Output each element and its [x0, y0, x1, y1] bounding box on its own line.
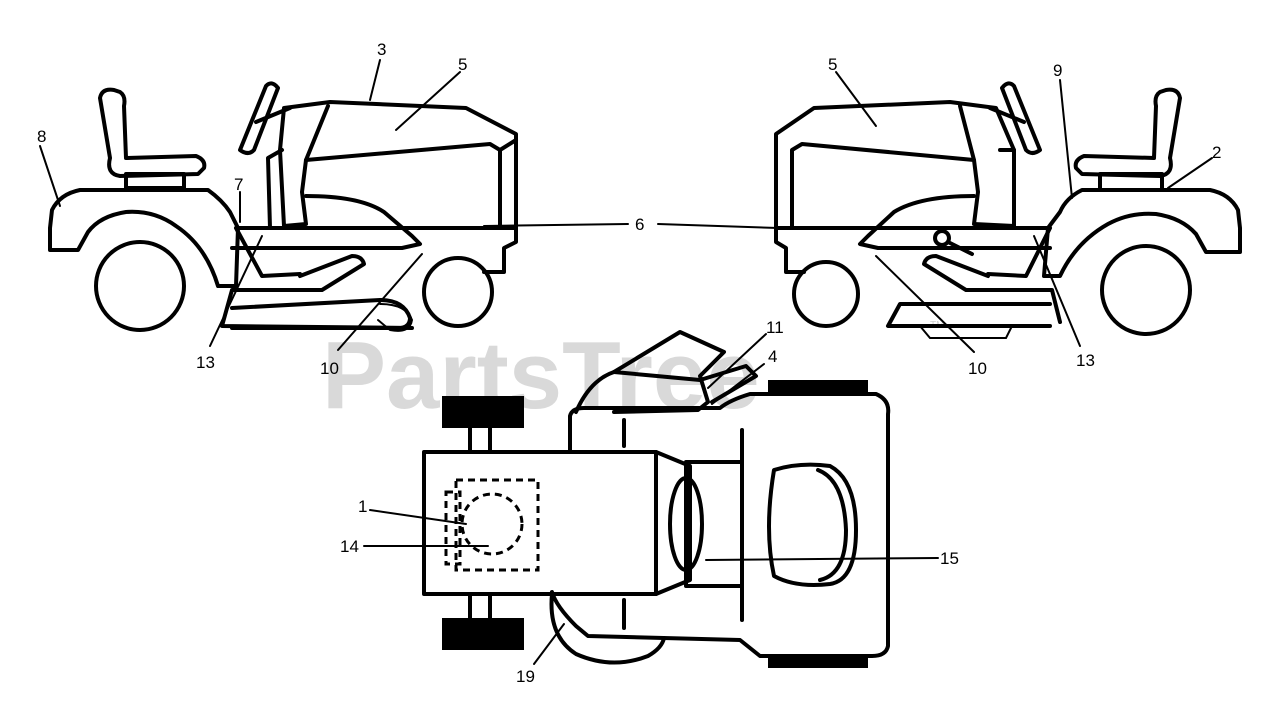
top-steering-column [684, 460, 744, 588]
top-engine-outline [454, 478, 540, 572]
callout-6: 6 [635, 215, 644, 234]
top-seat-back [816, 468, 848, 582]
top-bag-lower [549, 592, 666, 665]
callout-2: 2 [1212, 143, 1221, 162]
callout-1: 1 [358, 497, 367, 516]
callout-8: 8 [37, 127, 46, 146]
deck-chute-right [919, 325, 1013, 339]
top-engine-side [444, 490, 462, 566]
callout-19: 19 [516, 667, 535, 686]
rear-wheel-right [1100, 244, 1192, 336]
callout-4: 4 [768, 347, 777, 366]
footrest-right [922, 254, 1062, 324]
front-wheel-left [422, 256, 494, 328]
rear-wheel-left [94, 240, 186, 332]
callout-3: 3 [377, 40, 386, 59]
top-seat [767, 462, 858, 587]
callout-7: 7 [234, 175, 243, 194]
frame-right [774, 194, 1052, 278]
footrest-left [220, 254, 414, 330]
leader-lines [39, 59, 1213, 665]
hood-left [278, 100, 518, 230]
top-wheel-front-lower [442, 618, 524, 650]
hood-right [774, 100, 1016, 230]
callout-11: 11 [766, 318, 784, 337]
steering-wheel-left [238, 81, 280, 155]
callout-10-left: 10 [320, 359, 339, 378]
rear-fender-right [1042, 188, 1242, 278]
callout-13-left: 13 [196, 353, 215, 372]
tractor-top-view [422, 330, 891, 668]
deck-chute-left [377, 303, 414, 332]
steering-wheel-right [1000, 81, 1042, 155]
callout-14: 14 [340, 537, 359, 556]
hood-panel-left [266, 104, 330, 230]
callout-5-left: 5 [458, 55, 467, 74]
top-wheel-rear-upper [768, 380, 868, 394]
front-wheel-right [792, 260, 860, 328]
seat-left [98, 87, 207, 178]
top-wheel-front-upper [442, 396, 524, 428]
top-discharge-chute [574, 330, 726, 414]
callout-9: 9 [1053, 61, 1062, 80]
brake-lever-right [946, 240, 974, 256]
callout-5-right: 5 [828, 55, 837, 74]
rear-fender-left [48, 188, 240, 288]
top-steering-wheel [668, 476, 704, 572]
frame-left [230, 194, 518, 278]
top-fender-body [550, 392, 891, 658]
callout-15: 15 [940, 549, 959, 568]
callout-13-right: 13 [1076, 351, 1095, 370]
tractor-right-side-view [774, 81, 1242, 339]
tractor-left-side-view [48, 81, 518, 332]
mower-deck-left [230, 298, 412, 331]
callout-10-right: 10 [968, 359, 987, 378]
hood-grille-left [498, 138, 518, 152]
seat-right [1073, 87, 1182, 178]
top-engine-filter [460, 492, 524, 556]
hood-panel-right [958, 104, 1016, 162]
brake-knob-right [933, 229, 951, 247]
mower-deck-right [886, 302, 1052, 328]
callout-labels: 3 5 8 7 6 13 10 5 9 2 10 13 11 4 1 14 15… [37, 40, 1221, 686]
